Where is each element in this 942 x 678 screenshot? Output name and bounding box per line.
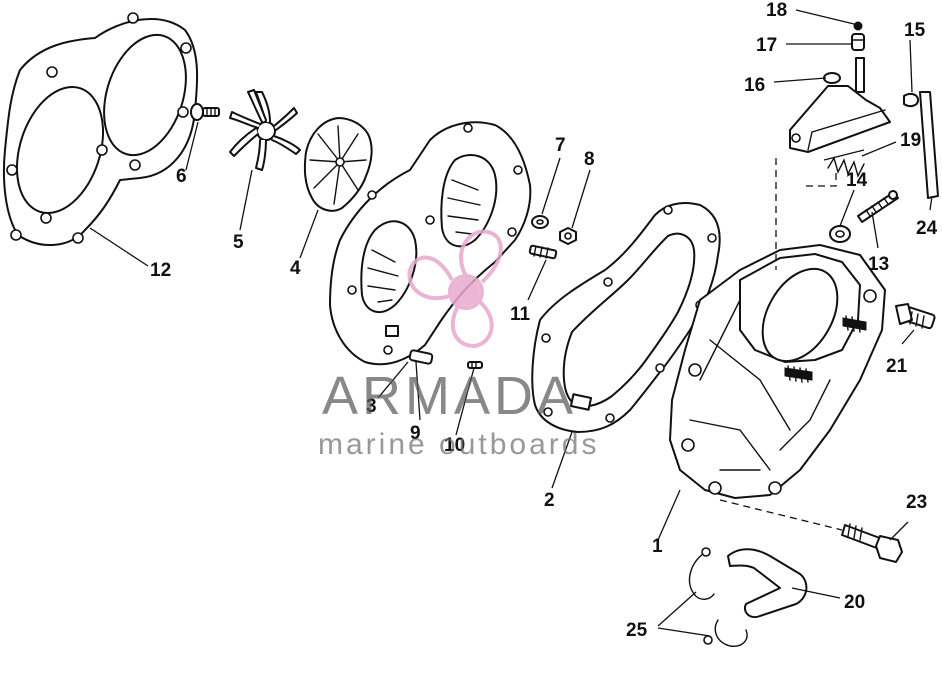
part-10-small-pin bbox=[467, 361, 483, 369]
part-4-wear-plate bbox=[303, 117, 373, 212]
callout-18: 18 bbox=[766, 0, 787, 21]
propeller-logo-icon bbox=[407, 229, 503, 349]
part-23-long-bolt bbox=[841, 523, 903, 563]
callout-13: 13 bbox=[868, 254, 889, 275]
callout-8: 8 bbox=[584, 149, 595, 170]
part-6-screw bbox=[190, 103, 220, 121]
leader-lines bbox=[89, 9, 933, 637]
part-19-spring bbox=[823, 149, 865, 178]
part-12-head-gasket bbox=[2, 12, 199, 247]
callout-24: 24 bbox=[916, 218, 938, 239]
part-20-hose bbox=[727, 548, 808, 618]
part-24-rod bbox=[919, 91, 939, 199]
part-13-threaded-rod bbox=[857, 190, 899, 223]
callout-1: 1 bbox=[652, 536, 663, 557]
spring-guide-line bbox=[806, 170, 837, 187]
callout-16: 16 bbox=[744, 75, 765, 96]
propeller-hub-icon bbox=[452, 278, 480, 306]
part-7-washer bbox=[531, 215, 549, 229]
callout-3: 3 bbox=[366, 396, 377, 417]
callout-5: 5 bbox=[233, 232, 244, 253]
part-18-cap bbox=[853, 21, 863, 31]
callout-6: 6 bbox=[176, 166, 187, 187]
callout-21: 21 bbox=[886, 356, 908, 377]
part-21-bolt bbox=[895, 303, 936, 330]
part-8-nut bbox=[559, 227, 577, 245]
part-15-clip bbox=[903, 92, 919, 108]
part-2-housing-gasket bbox=[531, 202, 721, 433]
part-3-housing-cover bbox=[329, 121, 532, 366]
callout-12: 12 bbox=[150, 260, 171, 281]
bolt-guide-line bbox=[719, 499, 843, 531]
part-1-main-housing bbox=[669, 244, 886, 499]
part-9-dowel-pin bbox=[408, 349, 434, 365]
watermark-tagline: marine outboards bbox=[318, 428, 599, 461]
callout-labels: 1 2 3 4 5 6 7 8 9 10 11 12 13 14 15 16 1… bbox=[150, 0, 938, 641]
part-14-fitting bbox=[829, 225, 851, 243]
callout-10: 10 bbox=[444, 435, 465, 456]
callout-25: 25 bbox=[626, 620, 648, 641]
part-17-bushing bbox=[851, 33, 865, 51]
callout-4: 4 bbox=[290, 258, 301, 279]
callout-7: 7 bbox=[555, 135, 566, 156]
callout-17: 17 bbox=[756, 35, 777, 56]
watermark-name: ARMADA bbox=[322, 366, 577, 426]
part-5-impeller bbox=[229, 89, 301, 171]
part-16-throttle-arm bbox=[789, 57, 891, 153]
callout-19: 19 bbox=[900, 130, 921, 151]
callout-2: 2 bbox=[544, 490, 555, 511]
callout-20: 20 bbox=[844, 592, 865, 613]
callout-9: 9 bbox=[410, 423, 421, 444]
watermark-logo: ARMADA marine outboards bbox=[318, 229, 599, 461]
callout-11: 11 bbox=[510, 304, 531, 325]
callout-23: 23 bbox=[906, 492, 927, 513]
callout-14: 14 bbox=[846, 170, 868, 191]
callout-15: 15 bbox=[904, 20, 926, 41]
part-11-stud bbox=[528, 244, 558, 260]
